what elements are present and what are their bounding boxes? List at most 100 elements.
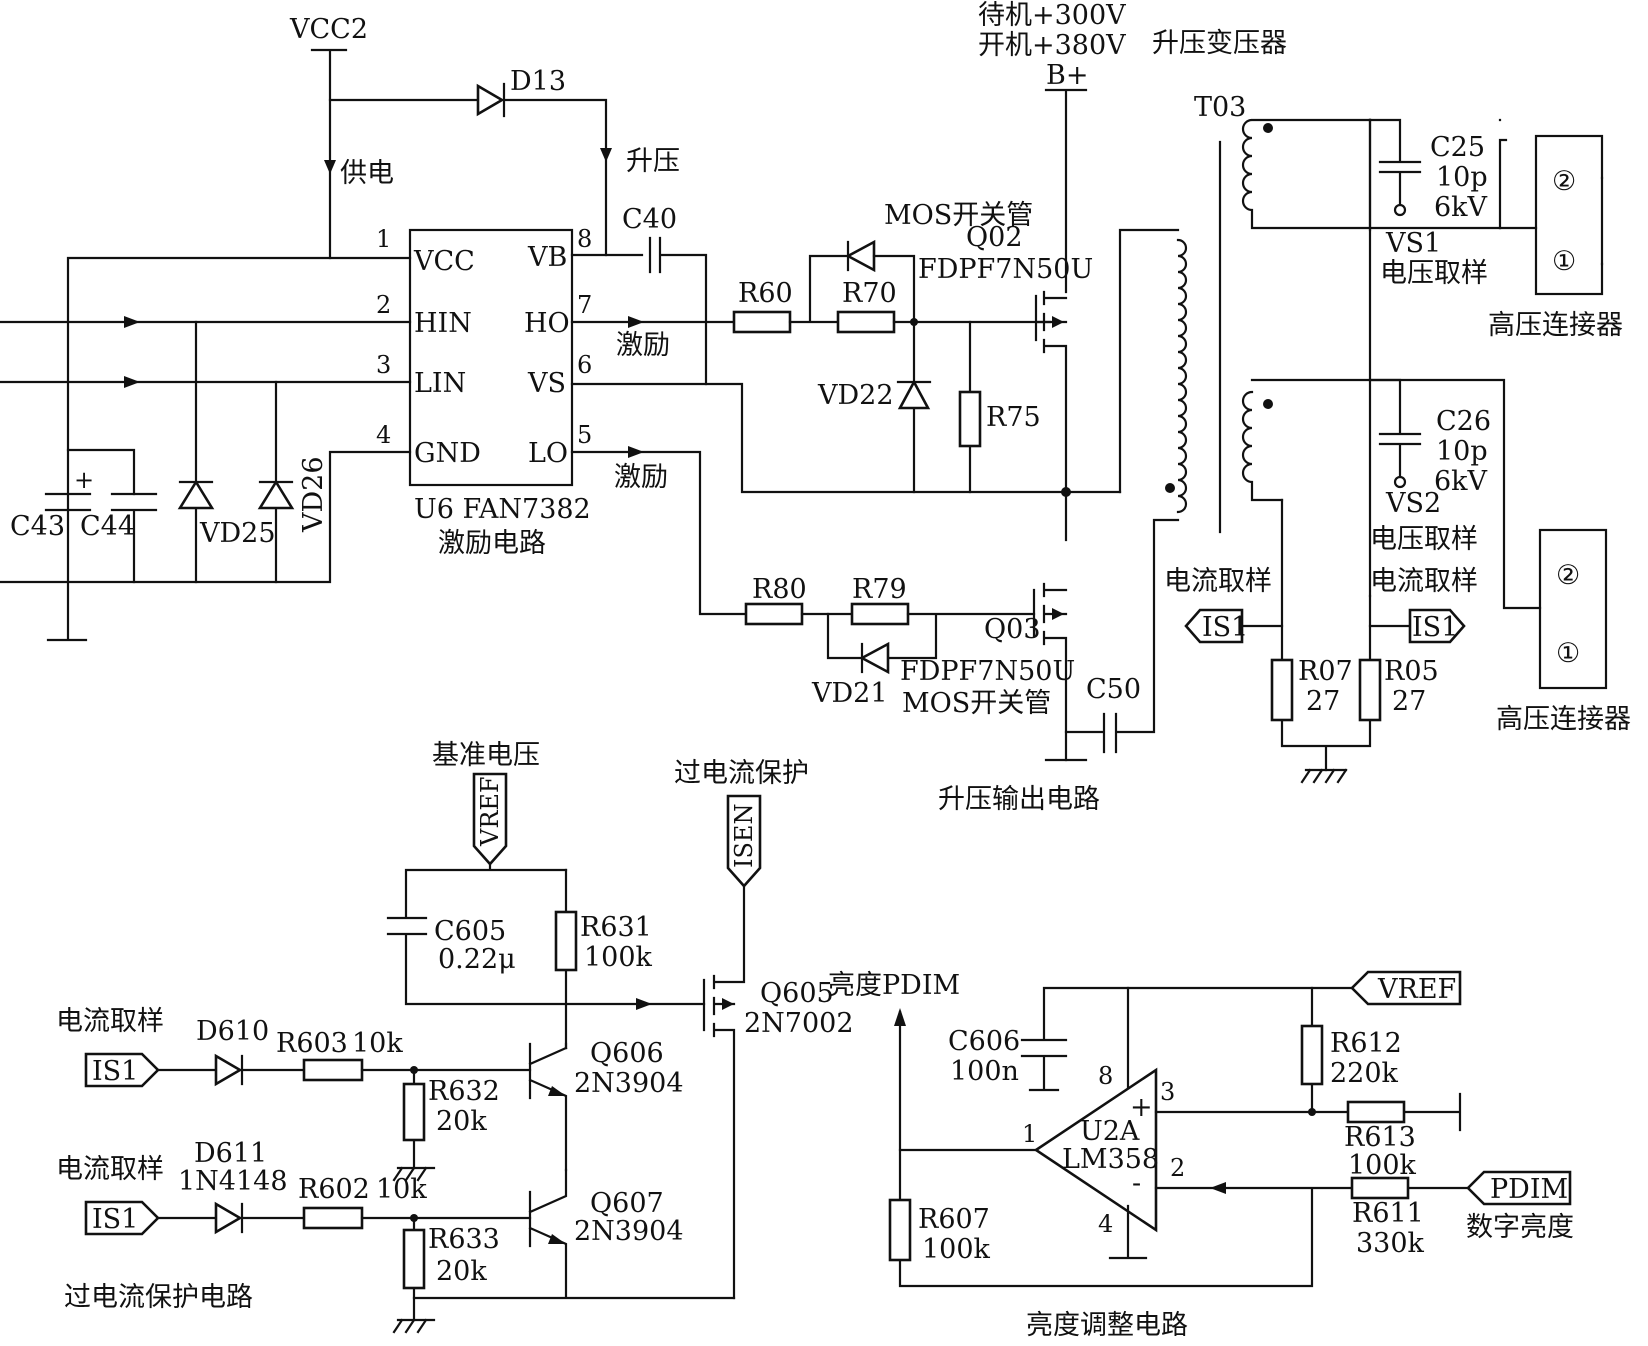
t03-secondary-2 <box>1241 378 1372 502</box>
hv-connector-2 <box>1538 528 1608 690</box>
vd25-label: VD25 <box>199 518 276 549</box>
ocp-title: 过电流保护电路 <box>64 1282 253 1313</box>
r70-label: R70 <box>842 278 897 309</box>
r05-label: R05 <box>1384 656 1439 687</box>
is1-left-label: IS1 <box>1202 612 1248 643</box>
r611-label: R611 <box>1352 1198 1424 1229</box>
boost-label: 升压 <box>626 146 680 177</box>
sample2-label: 电流取样 <box>56 1154 164 1185</box>
r612-label: R612 <box>1330 1028 1402 1059</box>
vs1-desc: 电压取样 <box>1380 258 1488 289</box>
opamp-pin2: 2 <box>1170 1154 1185 1182</box>
transformer-title: 升压变压器 <box>1152 28 1287 59</box>
pdim-desc: 数字亮度 <box>1466 1212 1574 1243</box>
vs1-label: VS1 <box>1385 228 1441 259</box>
ic-pin-ho: HO <box>524 308 570 339</box>
vd21-label: VD21 <box>811 678 888 709</box>
u2a-opamp <box>1033 1067 1158 1233</box>
opamp-ref: U2A <box>1080 1116 1140 1147</box>
q03-part: FDPF7N50U <box>900 656 1075 687</box>
d611-part: 1N4148 <box>178 1166 288 1197</box>
c26-label: C26 <box>1436 406 1491 437</box>
r613-resistor <box>1346 1100 1406 1124</box>
brightness-section: 亮度PDIM VREF C606 100n R612 220k 8 U2A LM… <box>828 970 1574 1341</box>
vd21-diode <box>859 641 890 675</box>
c43-plus: + <box>74 466 94 494</box>
vd25-diode <box>177 479 215 510</box>
q607-ref: Q607 <box>590 1188 664 1219</box>
q605-mosfet <box>702 884 746 1300</box>
ic-pin-lin: LIN <box>414 368 466 399</box>
ocp-title-top: 过电流保护 <box>674 758 809 789</box>
d13-label: D13 <box>510 66 566 97</box>
r603-label: R603 <box>276 1028 348 1059</box>
vref-tag-label: VREF <box>476 776 504 847</box>
vs2-desc: 电压取样 <box>1370 524 1478 555</box>
r07-resistor <box>1270 658 1294 722</box>
vd26-label: VD26 <box>298 456 329 533</box>
q03-title: MOS开关管 <box>902 688 1051 719</box>
r80-resistor <box>744 602 804 626</box>
t03-primary-winding <box>1176 238 1188 514</box>
q606-part: 2N3904 <box>574 1068 684 1099</box>
d611-diode <box>214 1201 243 1235</box>
transformer-section: 升压变压器 T03 C25 10p 6kV VS1 电压取样 ② ① 高压连接器… <box>1152 28 1631 784</box>
r70-resistor <box>836 310 896 334</box>
r603-resistor <box>302 1058 364 1082</box>
sample1-label: 电流取样 <box>56 1006 164 1037</box>
r602-resistor <box>302 1206 364 1230</box>
r613-label: R613 <box>1344 1122 1416 1153</box>
boost-output-section: 待机+300V 开机+380V B+ MOS开关管 Q02 FDPF7N50U … <box>884 0 1188 815</box>
vref-tag-b-label: VREF <box>1377 974 1456 1005</box>
vd22-flyback-diode <box>845 239 876 273</box>
opamp-pin4: 4 <box>1098 1210 1113 1238</box>
opamp-minus: - <box>1132 1168 1141 1199</box>
c606-value: 100n <box>950 1056 1019 1087</box>
ic-pin-num-5: 5 <box>577 421 592 449</box>
r633-value: 20k <box>436 1256 487 1287</box>
current-sample-left: 电流取样 <box>1164 566 1272 597</box>
bplus-label: B+ <box>1046 60 1088 91</box>
q607-transistor <box>412 1168 736 1300</box>
isen-tag-label: ISEN <box>730 804 758 868</box>
d13-diode <box>476 83 505 117</box>
r611-value: 330k <box>1356 1228 1425 1259</box>
connector2-label: 高压连接器 <box>1496 704 1631 735</box>
d610-diode <box>214 1053 243 1087</box>
ic-pin-vs: VS <box>527 368 566 399</box>
vd22-diode <box>897 379 931 410</box>
d610-label: D610 <box>196 1016 269 1047</box>
q03-mosfet <box>1032 582 1068 762</box>
c25-label: C25 <box>1430 132 1485 163</box>
ic-pin-num-1: 1 <box>376 225 391 253</box>
is1-right-label: IS1 <box>1412 612 1458 643</box>
c44-label: C44 <box>80 511 135 542</box>
r632-value: 20k <box>436 1106 487 1137</box>
r611-resistor <box>1350 1176 1410 1200</box>
is1-left-tag <box>1184 608 1244 644</box>
pdim-tag-label: PDIM <box>1490 1174 1568 1205</box>
c25-voltage: 6kV <box>1434 192 1488 223</box>
pdim-out-label: 亮度PDIM <box>828 970 960 1001</box>
r632-label: R632 <box>428 1076 500 1107</box>
pdim-tag <box>1466 1170 1572 1206</box>
bplus-on: 开机+380V <box>978 30 1126 61</box>
bplus-standby: 待机+300V <box>978 0 1126 31</box>
r612-resistor <box>1300 1024 1324 1086</box>
q607-part: 2N3904 <box>574 1216 684 1247</box>
vd22-label: VD22 <box>817 380 894 411</box>
brightness-title: 亮度调整电路 <box>1026 1310 1188 1341</box>
c26-value: 10p <box>1436 436 1488 467</box>
c605-label: C605 <box>434 916 506 947</box>
r612-value: 220k <box>1330 1058 1399 1089</box>
opamp-part: LM358 <box>1062 1144 1159 1175</box>
vs2-label: VS2 <box>1385 488 1441 519</box>
hv-connector-1 <box>1534 134 1604 296</box>
r05-resistor <box>1358 658 1382 722</box>
r75-label: R75 <box>986 402 1041 433</box>
vcc2-label: VCC2 <box>289 14 368 45</box>
r07-label: R07 <box>1298 656 1353 687</box>
opamp-pin3: 3 <box>1160 1078 1175 1106</box>
r05-value: 27 <box>1392 686 1426 717</box>
